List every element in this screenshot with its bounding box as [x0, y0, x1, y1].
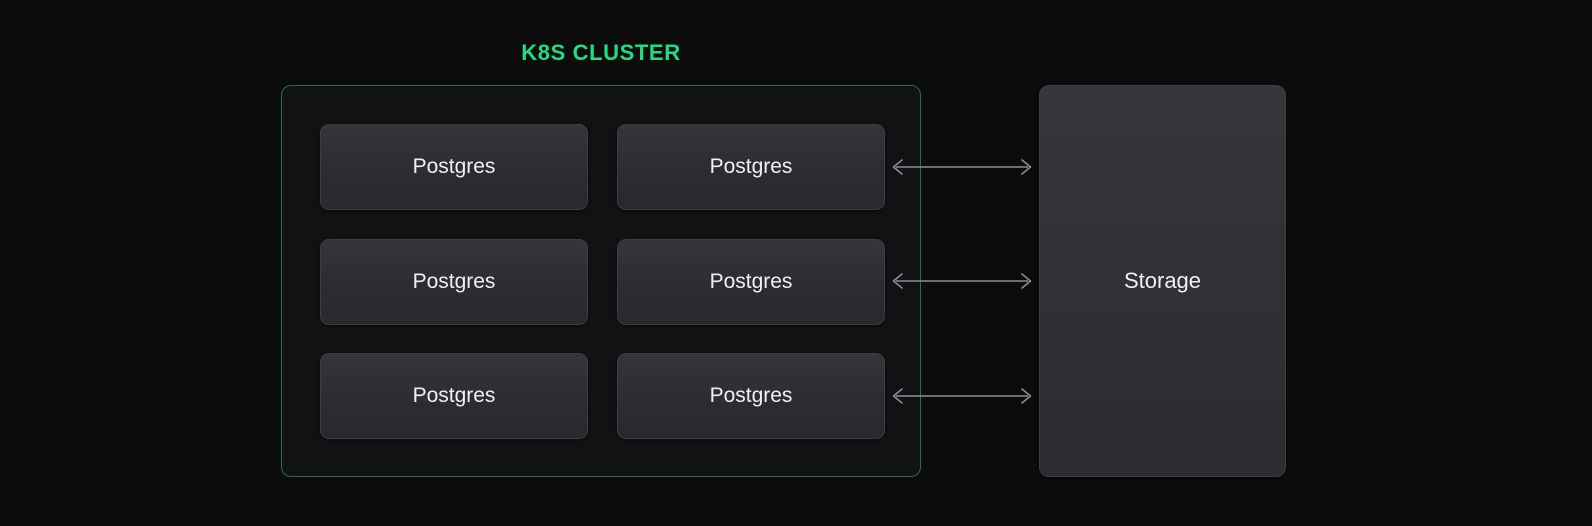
bidirectional-arrow-icon [892, 159, 1032, 175]
postgres-node-label: Postgres [412, 270, 496, 293]
postgres-node[interactable]: Postgres [617, 124, 885, 210]
bidirectional-arrow-icon [892, 388, 1032, 404]
postgres-node-label: Postgres [709, 384, 793, 407]
cluster-title: K8S CLUSTER [521, 40, 681, 65]
postgres-node-label: Postgres [709, 155, 793, 178]
storage-box[interactable]: Storage [1039, 85, 1286, 477]
postgres-node-label: Postgres [709, 270, 793, 293]
postgres-node-label: Postgres [412, 384, 496, 407]
postgres-node[interactable]: Postgres [617, 239, 885, 325]
postgres-node-label: Postgres [412, 155, 496, 178]
storage-label: Storage [1123, 268, 1202, 293]
postgres-node[interactable]: Postgres [617, 353, 885, 439]
postgres-node[interactable]: Postgres [320, 353, 588, 439]
bidirectional-arrow-icon [892, 273, 1032, 289]
postgres-node[interactable]: Postgres [320, 239, 588, 325]
postgres-node[interactable]: Postgres [320, 124, 588, 210]
